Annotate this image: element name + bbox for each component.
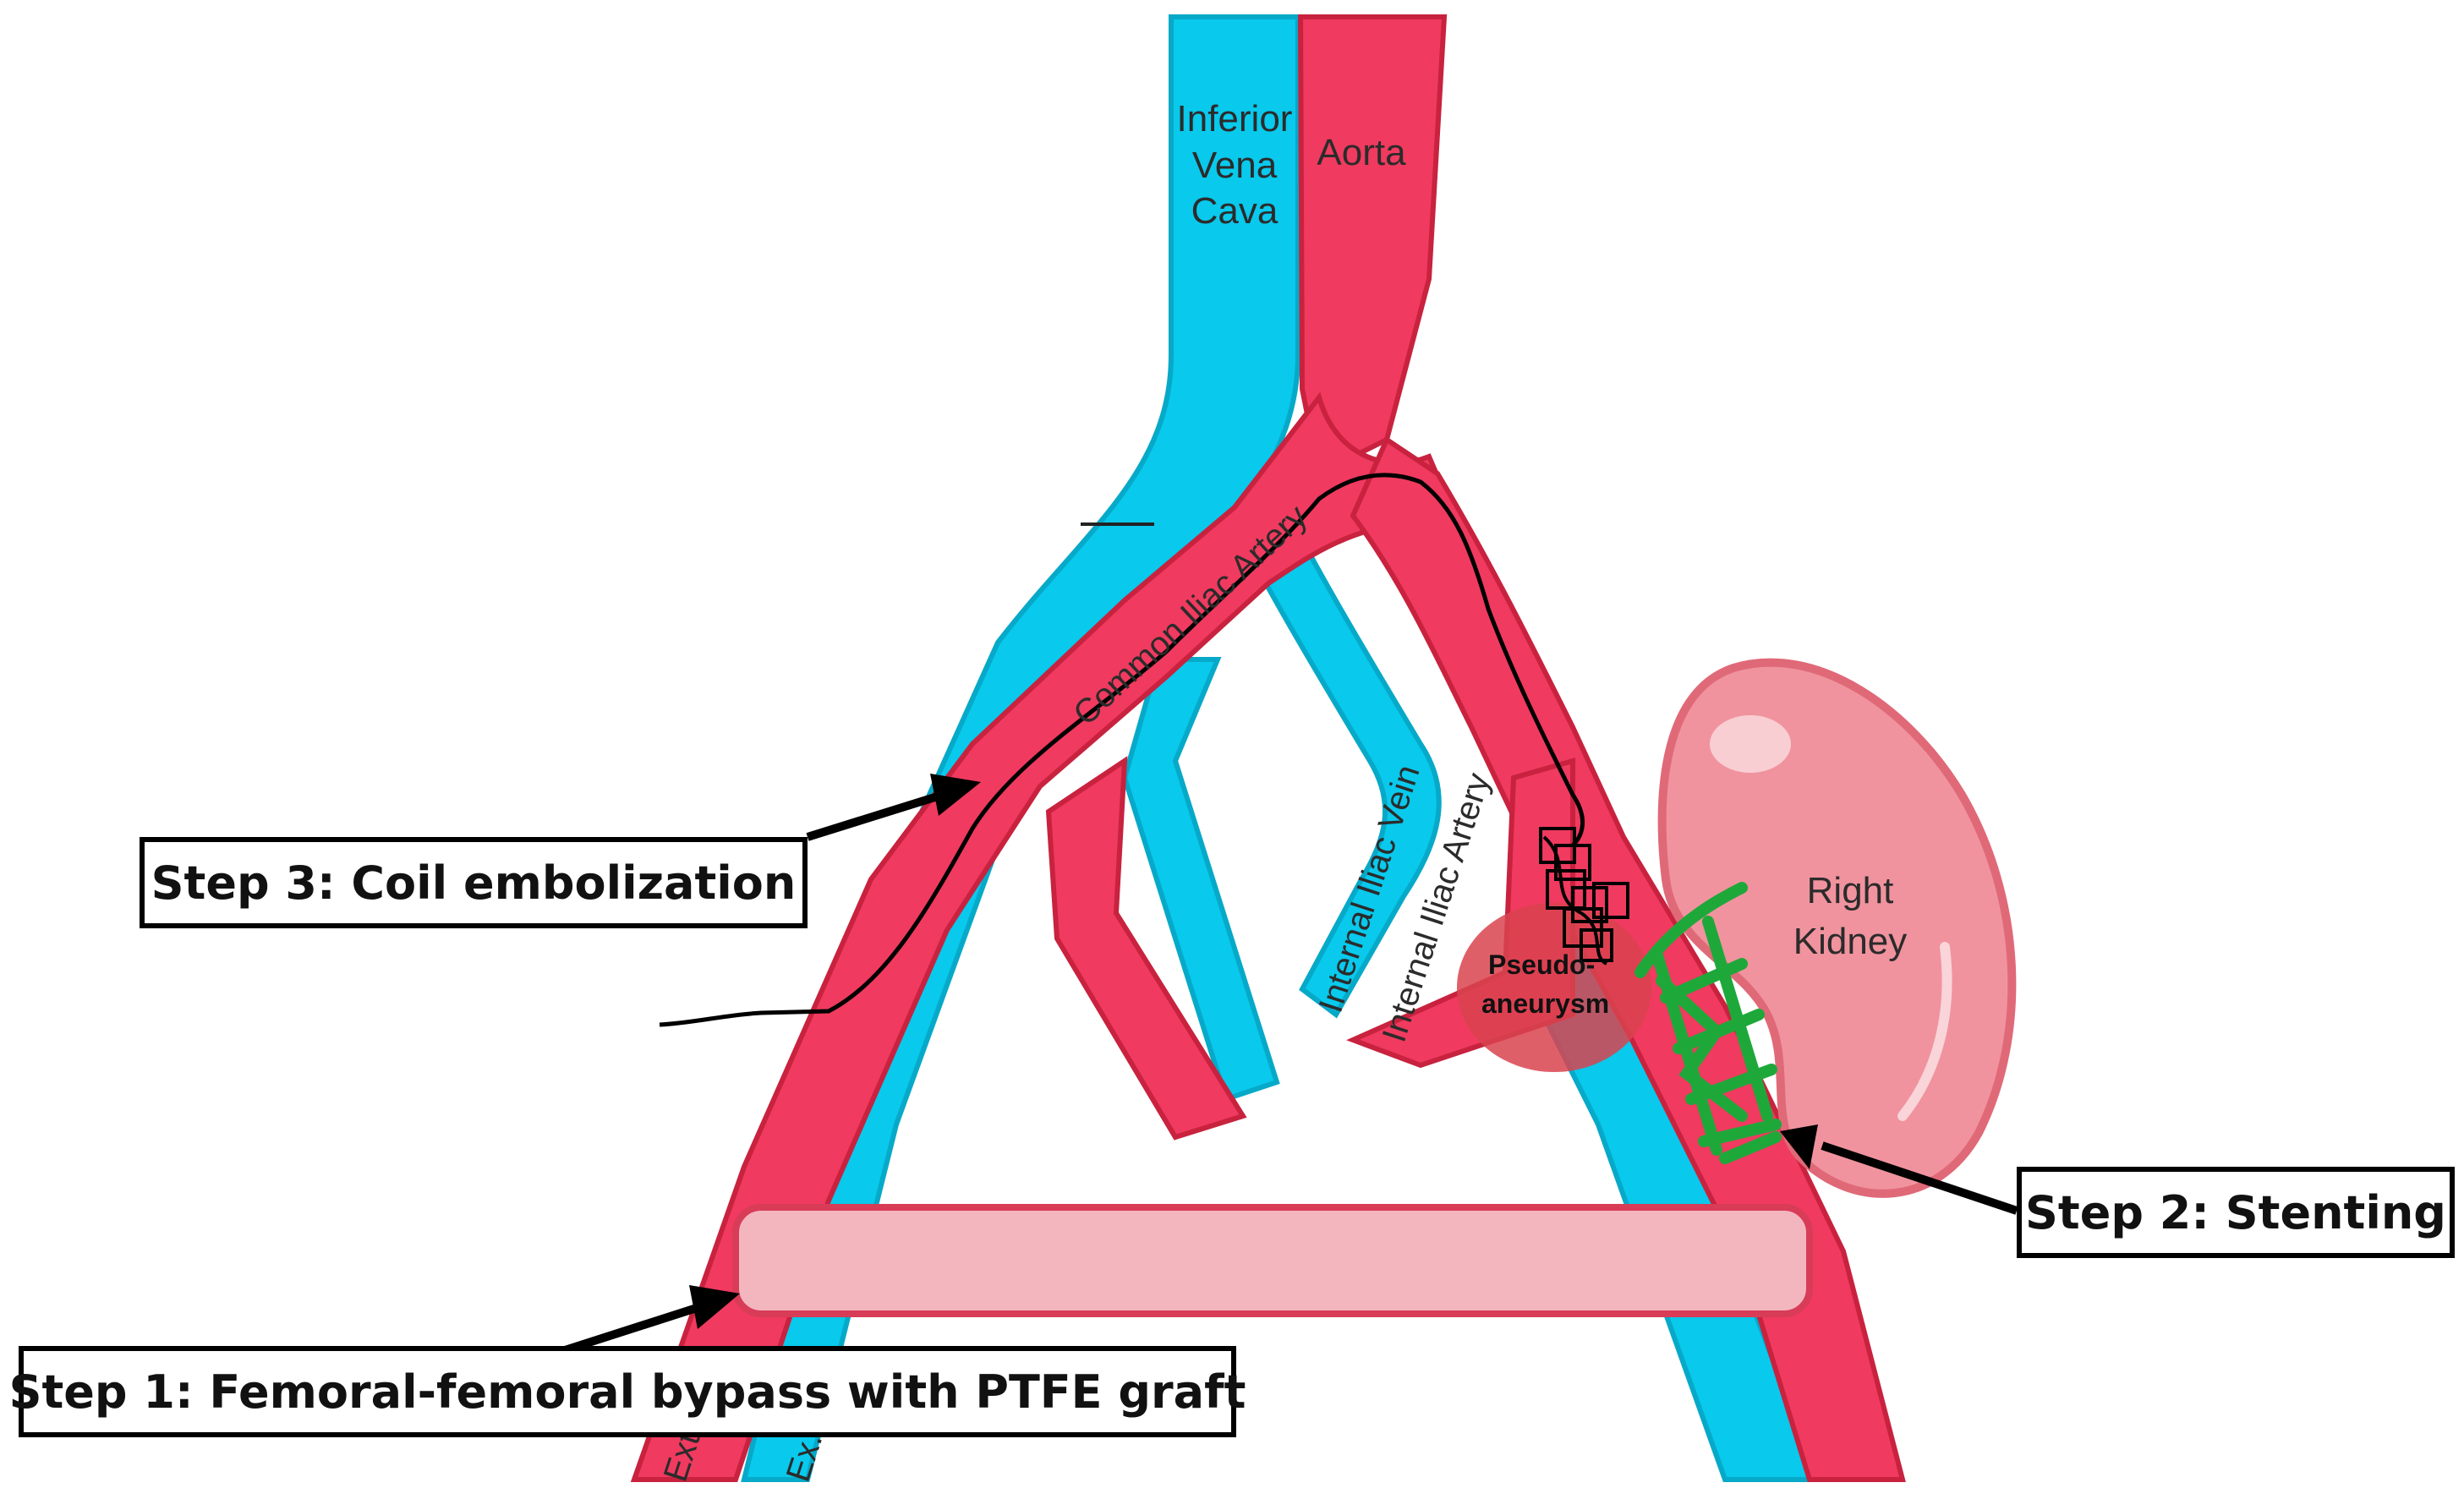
step3-box: Step 3: Coil embolization (140, 837, 808, 928)
internal-iliac-vein (1230, 504, 1442, 1019)
stent-icon (1634, 882, 1782, 1164)
kidney-sheen (1897, 942, 1952, 1121)
ivc-label-line1: Inferior (1177, 98, 1293, 140)
kidney-label-line1: Right (1807, 870, 1894, 911)
step3-label: Step 3: Coil embolization (151, 856, 797, 910)
pseudoaneurysm-label-line2: aneurysm (1481, 988, 1609, 1019)
ptfe-graft (732, 1204, 1813, 1317)
ivc-label-line2: Vena (1192, 145, 1278, 186)
kidney-label-line2: Kidney (1793, 921, 1908, 962)
step2-box: Step 2: Stenting (2017, 1167, 2455, 1258)
pseudoaneurysm-label-line1: Pseudo- (1488, 949, 1595, 980)
right-kidney (1657, 658, 2017, 1198)
step2-label: Step 2: Stenting (2025, 1185, 2446, 1239)
step1-box: Step 1: Femoral-femoral bypass with PTFE… (9, 1346, 1246, 1437)
guidewire-icon (659, 473, 1585, 1027)
ivc-label-line3: Cava (1191, 190, 1279, 232)
left-internal-iliac-branch (1045, 756, 1247, 1141)
pseudoaneurysm (1457, 903, 1651, 1072)
aorta-label: Aorta (1317, 132, 1406, 173)
kidney-shape (1657, 658, 2017, 1198)
kidney-highlight (1710, 715, 1791, 773)
arrow-icon (561, 774, 2018, 1355)
step1-label: Step 1: Femoral-femoral bypass with PTFE… (8, 1365, 1246, 1419)
